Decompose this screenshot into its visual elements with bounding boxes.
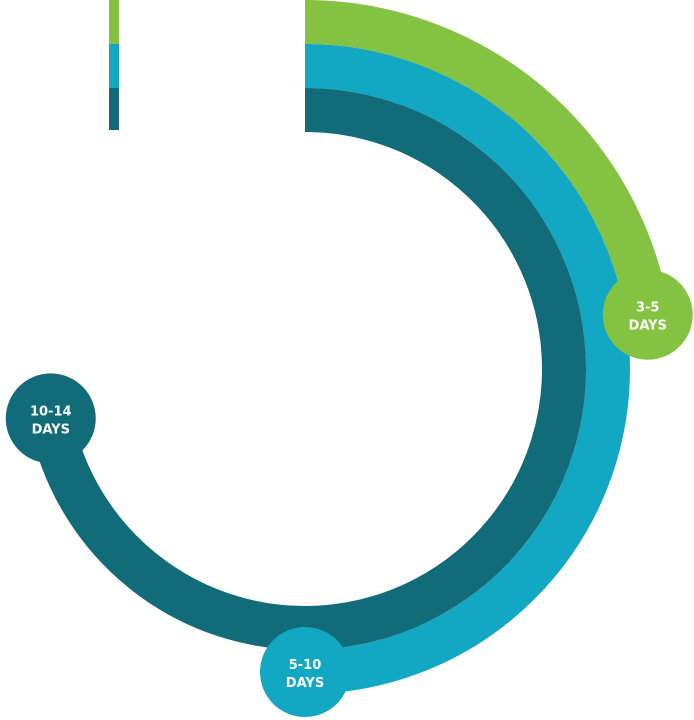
badge-range-label: 10-14 xyxy=(30,404,72,419)
badge-circle xyxy=(5,373,96,464)
arc-3-5 xyxy=(304,0,670,319)
badge-circle xyxy=(260,627,350,717)
badge-circle xyxy=(602,269,693,360)
legend-swatch xyxy=(109,0,119,44)
badge-unit-label: DAYS xyxy=(286,676,324,691)
arcs xyxy=(29,0,670,694)
badge-unit-label: DAYS xyxy=(32,422,70,437)
badge-range-label: 3-5 xyxy=(636,301,660,316)
arc-5-10 xyxy=(304,44,630,694)
legend xyxy=(109,0,119,130)
badge-unit-label: DAYS xyxy=(629,319,667,334)
legend-swatch xyxy=(109,88,119,130)
legend-swatch xyxy=(109,44,119,88)
arc-10-14 xyxy=(29,88,586,650)
badge-range-label: 5-10 xyxy=(289,658,322,673)
